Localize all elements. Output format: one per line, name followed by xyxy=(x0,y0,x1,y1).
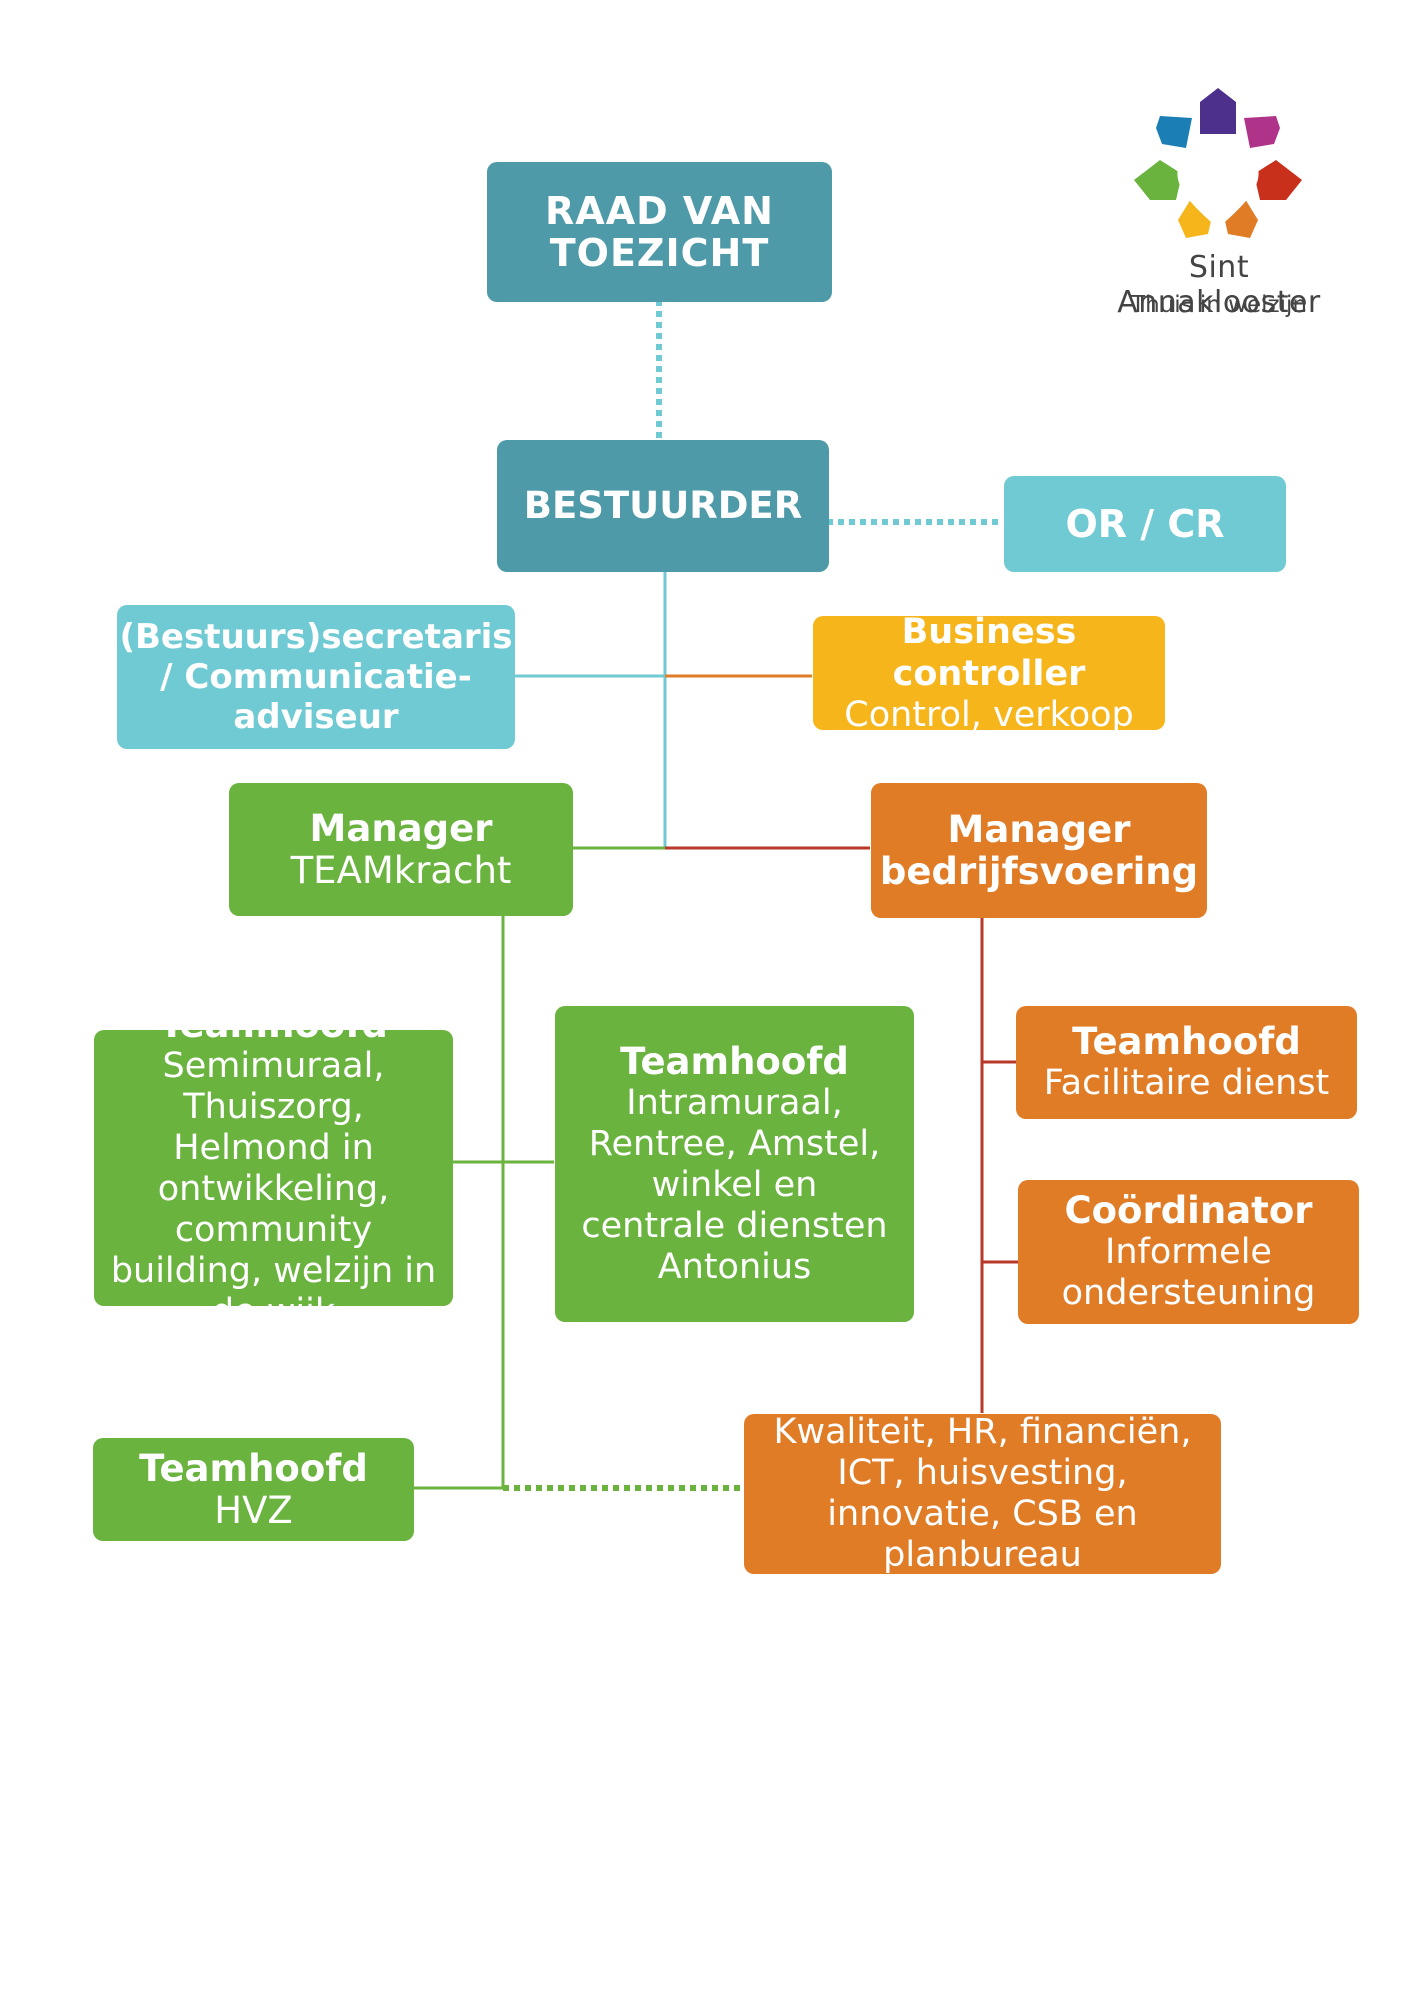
manager-teamkracht-title: Manager xyxy=(309,807,493,850)
manager-bedrijfsvoering-title: Manager bedrijfsvoering xyxy=(879,807,1199,893)
coordinator-box: Coördinator Informele ondersteuning xyxy=(1018,1180,1359,1324)
teamhoofd-facilitair-title: Teamhoofd xyxy=(1072,1020,1301,1063)
teamhoofd-hvz-box: Teamhoofd HVZ xyxy=(93,1438,414,1541)
business-controller-box: Business controller Control, verkoop xyxy=(813,612,1165,735)
manager-teamkracht-box: Manager TEAMkracht xyxy=(229,783,573,916)
teamhoofd-facilitair-sub: Facilitaire dienst xyxy=(1043,1063,1330,1103)
bestuurssecretaris-box: (Bestuurs)secretaris / Communicatie-advi… xyxy=(117,605,515,749)
teamhoofd-hvz-sub: HVZ xyxy=(214,1489,293,1532)
teamhoofd-intramuraal-sub: Intramuraal, Rentree, Amstel, winkel en … xyxy=(581,1082,888,1287)
manager-bedrijfsvoering-box: Manager bedrijfsvoering xyxy=(871,783,1207,918)
teamhoofd-intramuraal-box: Teamhoofd Intramuraal, Rentree, Amstel, … xyxy=(555,1006,914,1322)
staff-diensten-sub: Kwaliteit, HR, financiën, ICT, huisvesti… xyxy=(773,1412,1192,1575)
teamhoofd-semimuraal-sub: Semimuraal, Thuiszorg, Helmond in ontwik… xyxy=(110,1045,437,1332)
logo-petal-purple xyxy=(1200,88,1236,134)
raad-van-toezicht-box: RAAD VAN TOEZICHT xyxy=(487,162,832,302)
logo-name: Sint Annaklooster xyxy=(1117,250,1321,320)
staff-diensten-box: Kwaliteit, HR, financiën, ICT, huisvesti… xyxy=(744,1412,1221,1575)
logo-petal-magenta xyxy=(1244,116,1280,148)
manager-teamkracht-sub: TEAMkracht xyxy=(290,849,512,892)
or-cr-title: OR / CR xyxy=(1065,502,1225,546)
teamhoofd-intramuraal-title: Teamhoofd xyxy=(620,1039,849,1083)
raad-van-toezicht-title: RAAD VAN TOEZICHT xyxy=(545,189,774,275)
teamhoofd-facilitair-box: Teamhoofd Facilitaire dienst xyxy=(1016,1006,1357,1119)
teamhoofd-semimuraal-box: Teamhoofd Semimuraal, Thuiszorg, Helmond… xyxy=(94,1003,453,1332)
bestuurder-title: BESTUURDER xyxy=(523,484,803,527)
coordinator-sub: Informele ondersteuning xyxy=(1061,1232,1316,1313)
business-controller-sub: Control, verkoop xyxy=(844,694,1134,735)
coordinator-title: Coördinator xyxy=(1064,1189,1313,1232)
teamhoofd-hvz-title: Teamhoofd xyxy=(139,1447,368,1490)
logo-petal-green xyxy=(1134,160,1182,200)
bestuurssecretaris-title: (Bestuurs)secretaris / Communicatie-advi… xyxy=(119,617,513,737)
business-controller-title: Business controller xyxy=(892,611,1086,694)
or-cr-box: OR / CR xyxy=(1004,476,1286,572)
bestuurder-box: BESTUURDER xyxy=(497,440,829,572)
teamhoofd-semimuraal-title: Teamhoofd xyxy=(159,1002,388,1046)
logo-petal-red xyxy=(1254,160,1302,200)
logo-tagline: Thuis in welzijn xyxy=(1131,292,1307,318)
sint-annaklooster-logo xyxy=(1134,88,1302,238)
logo-heart xyxy=(1177,153,1259,228)
logo-petal-blue xyxy=(1156,116,1192,148)
